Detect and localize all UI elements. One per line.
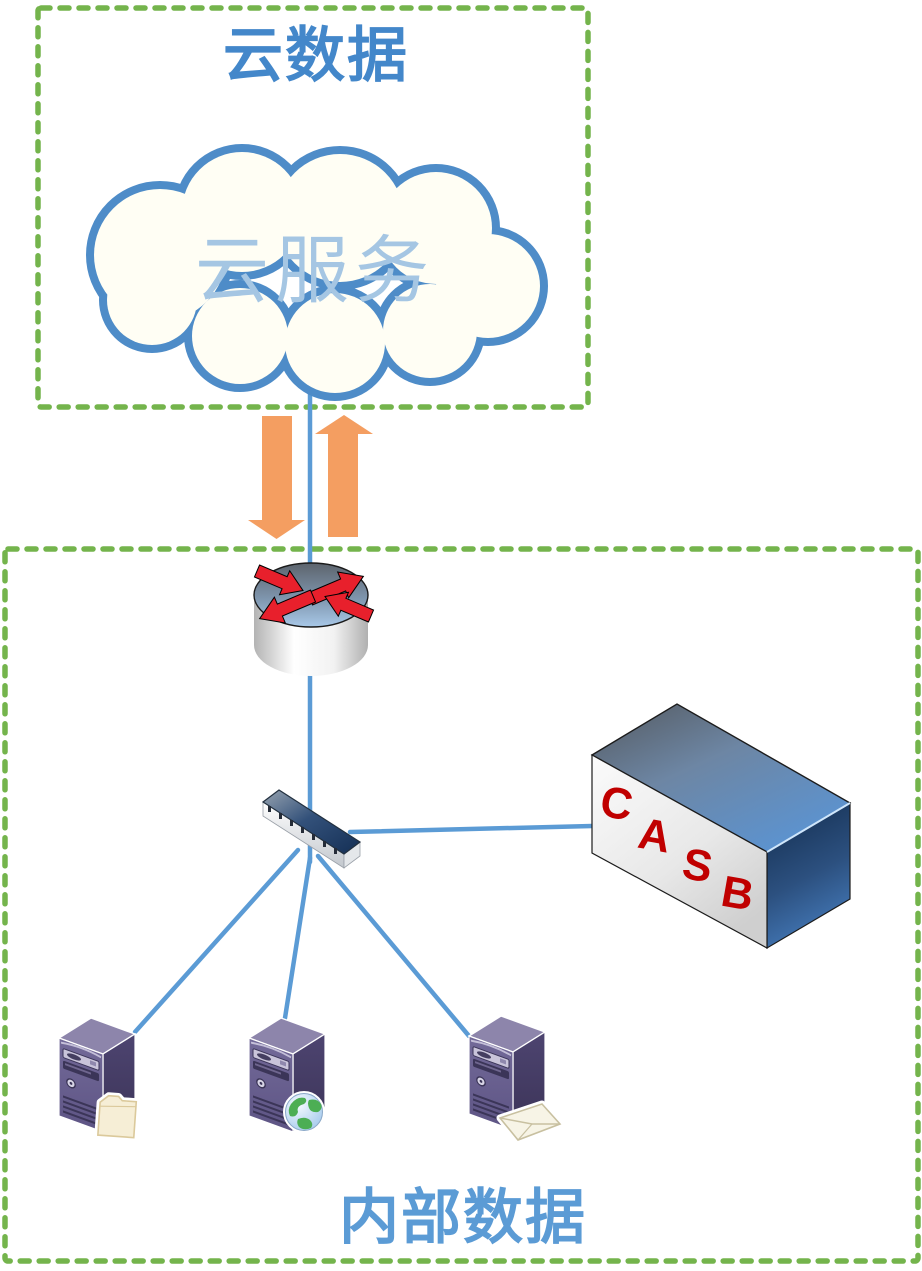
casb-appliance-icon: C A S B: [590, 703, 852, 950]
upload-arrow-icon: [315, 415, 373, 537]
cloud-icon: 云服务: [86, 144, 548, 401]
globe-icon: [283, 1091, 325, 1133]
download-arrow-icon: [248, 416, 305, 539]
switch-icon: [261, 789, 362, 869]
mail-server-icon: [467, 1014, 564, 1144]
switch-mailserver-link: [315, 853, 472, 1039]
switch-fileserver-link: [132, 847, 301, 1035]
cloud-service-label: 云服务: [195, 231, 435, 313]
internal-zone-title: 内部数据: [339, 1185, 587, 1251]
connector-lines: [132, 387, 595, 1039]
switch-casb-link: [347, 823, 595, 835]
envelope-icon: [496, 1100, 564, 1144]
switch-webserver-link: [282, 855, 313, 1021]
file-server-icon: [57, 1016, 140, 1142]
cloud-zone-border: [35, 5, 591, 410]
web-server-icon: [247, 1016, 327, 1134]
switch-ports: [268, 806, 337, 854]
folder-icon: [94, 1092, 140, 1142]
flow-arrows: [248, 415, 373, 539]
router-icon: [251, 558, 377, 676]
internal-zone-border: [2, 546, 921, 1264]
cloud-zone-title: 云数据: [223, 23, 409, 89]
